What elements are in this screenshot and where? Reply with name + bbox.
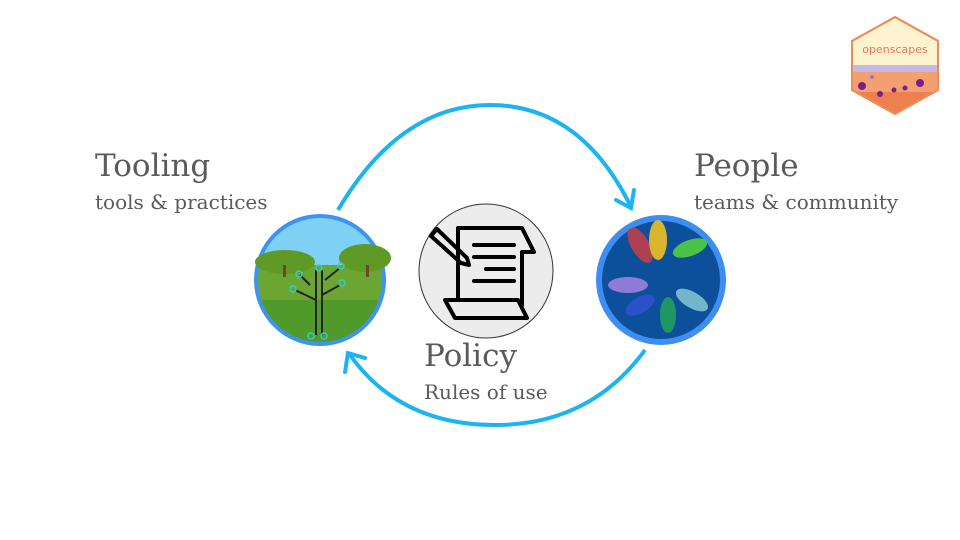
people-title: People xyxy=(694,148,799,184)
people-hands-image xyxy=(596,215,726,345)
cycle-arrow-top xyxy=(336,102,636,212)
policy-document-icon xyxy=(418,203,554,339)
tooling-subtitle: tools & practices xyxy=(95,190,268,214)
tooling-title: Tooling xyxy=(95,148,211,184)
policy-title: Policy xyxy=(424,338,517,374)
openscapes-logo xyxy=(851,15,939,116)
cycle-arrow-bottom xyxy=(343,348,647,428)
policy-subtitle: Rules of use xyxy=(424,380,548,404)
people-subtitle: teams & community xyxy=(694,190,899,214)
logo-text: openscapes xyxy=(862,43,928,56)
tooling-tree-circuit-image xyxy=(254,214,391,346)
